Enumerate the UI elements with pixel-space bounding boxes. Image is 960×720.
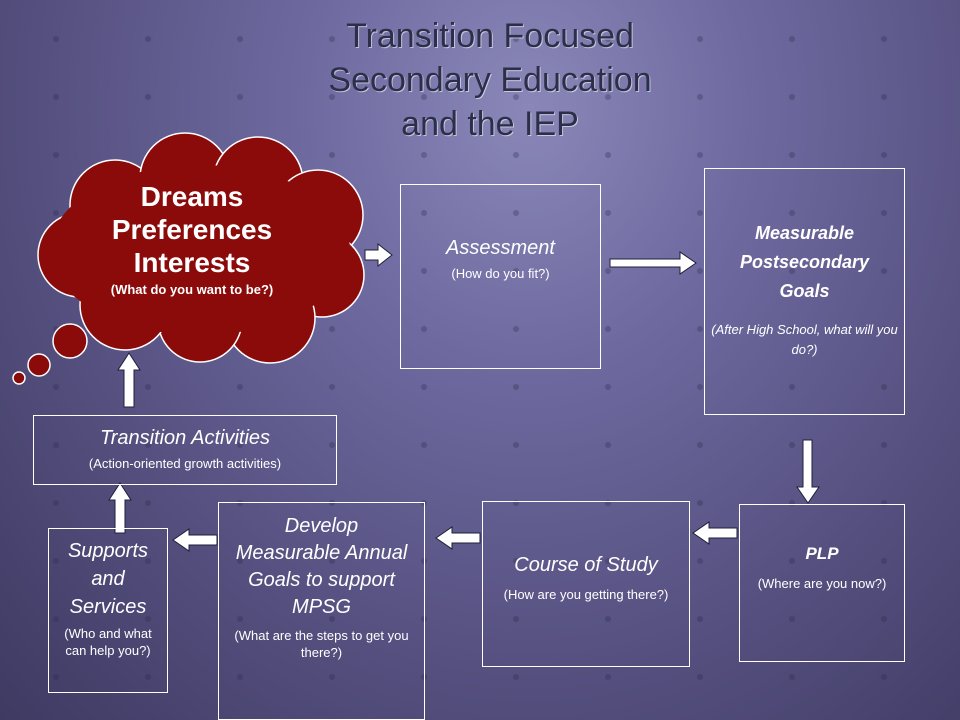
assessment-subtext: (How do you fit?) bbox=[451, 266, 550, 281]
annual-goals-subtext: (What are the steps to get you there?) bbox=[234, 628, 409, 660]
cloud-body bbox=[50, 165, 350, 335]
mpsg-label: Measurable Postsecondary Goals bbox=[739, 223, 870, 301]
supports-label: Supports and Services bbox=[67, 540, 149, 618]
thought-bubble-large bbox=[52, 323, 88, 359]
thought-bubble-medium bbox=[27, 353, 51, 377]
plp-box: PLP (Where are you now?) bbox=[739, 504, 905, 662]
arrow-supports-to-activities bbox=[108, 482, 132, 534]
course-label: Course of Study bbox=[514, 554, 658, 576]
page-title: Transition Focused Secondary Education a… bbox=[200, 14, 780, 146]
supports-box: Supports and Services (Who and what can … bbox=[48, 528, 168, 693]
plp-label: PLP bbox=[805, 544, 839, 563]
title-line-1: Transition Focused bbox=[346, 17, 634, 55]
cloud-line-preferences: Preferences bbox=[111, 214, 273, 245]
transition-activities-subtext: (Action-oriented growth activities) bbox=[88, 456, 282, 471]
assessment-box: Assessment (How do you fit?) bbox=[400, 184, 601, 369]
plp-subtext: (Where are you now?) bbox=[757, 576, 887, 591]
annual-goals-label: Develop Measurable Annual Goals to suppo… bbox=[235, 515, 408, 618]
transition-activities-box: Transition Activities (Action-oriented g… bbox=[33, 415, 337, 485]
arrow-assessment-to-mpsg bbox=[609, 251, 697, 275]
cloud-subtext: (What do you want to be?) bbox=[110, 282, 274, 297]
course-subtext: (How are you getting there?) bbox=[503, 587, 669, 602]
arrow-activities-to-cloud bbox=[117, 352, 141, 408]
arrow-plp-to-course bbox=[692, 521, 738, 545]
course-box: Course of Study (How are you getting the… bbox=[482, 501, 690, 667]
title-line-2: Secondary Education bbox=[328, 61, 652, 99]
annual-goals-box: Develop Measurable Annual Goals to suppo… bbox=[218, 502, 425, 720]
title-line-3: and the IEP bbox=[401, 105, 579, 143]
transition-activities-label: Transition Activities bbox=[99, 427, 271, 449]
thought-bubble-small bbox=[12, 371, 26, 385]
supports-subtext: (Who and what can help you?) bbox=[64, 626, 152, 658]
cloud-line-interests: Interests bbox=[133, 247, 251, 278]
assessment-label: Assessment bbox=[446, 237, 555, 259]
cloud-line-dreams: Dreams bbox=[140, 181, 244, 212]
arrow-annual-to-supports bbox=[172, 528, 218, 552]
arrow-course-to-annual bbox=[435, 526, 481, 550]
arrow-cloud-to-assessment bbox=[364, 242, 393, 268]
mpsg-box: Measurable Postsecondary Goals (After Hi… bbox=[704, 168, 905, 415]
mpsg-subtext: (After High School, what will you do?) bbox=[711, 322, 898, 357]
cloud-text: Dreams Preferences Interests (What do yo… bbox=[82, 180, 302, 298]
arrow-mpsg-to-plp bbox=[796, 439, 820, 504]
